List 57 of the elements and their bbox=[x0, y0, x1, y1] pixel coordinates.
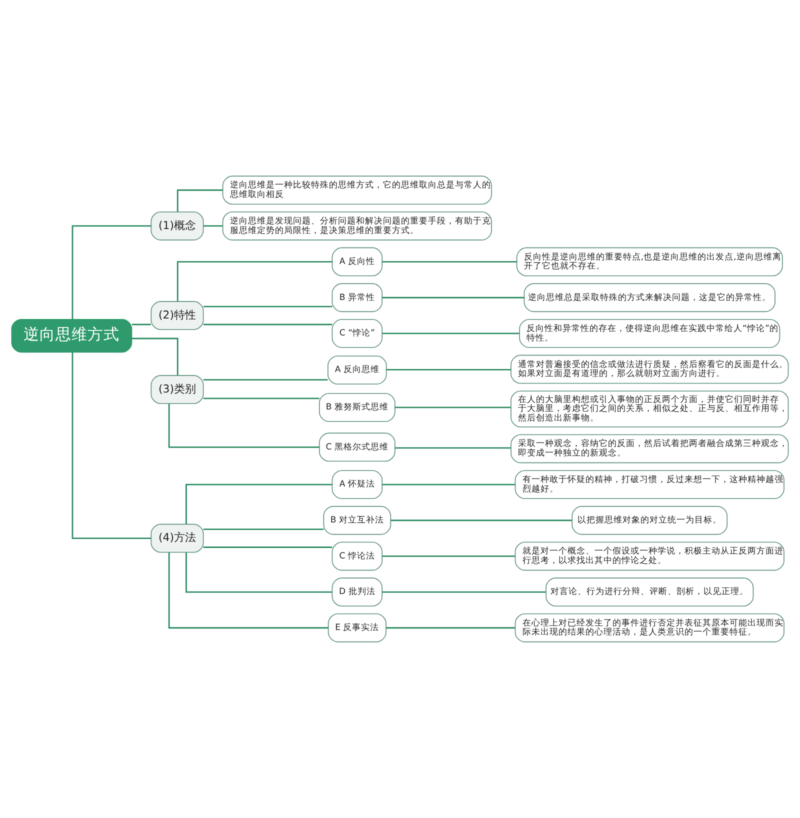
connector bbox=[203, 225, 223, 227]
node-box: (2)特性 bbox=[150, 301, 204, 330]
connector bbox=[386, 368, 511, 370]
connector bbox=[386, 627, 515, 629]
connector bbox=[395, 447, 511, 449]
connector bbox=[132, 338, 178, 376]
node-box: 以把握思维对象的对立统一为目标。 bbox=[572, 506, 728, 535]
connector bbox=[203, 306, 332, 308]
node-box: A 反向思维 bbox=[327, 356, 387, 385]
node-box: A 反向性 bbox=[332, 247, 383, 276]
node-box: 通常对普遍接受的信念或做法进行质疑，然后察看它的反面是什么。如果对立面是有道理的，那么就朝对立面方向进行。 bbox=[510, 354, 789, 384]
node-box: 逆向思维总是采取特殊的方式来解决问题，这是它的异常性。 bbox=[524, 283, 776, 312]
connector bbox=[186, 552, 332, 593]
node-box: 逆向思维是发现问题、分析问题和解决问题的重要手段，有助于克服思维定势的局限性，是决策思维的重要方式。 bbox=[222, 211, 492, 240]
node-box: C 悖论法 bbox=[332, 542, 383, 571]
connector bbox=[390, 520, 572, 522]
node-box: (1)概念 bbox=[150, 211, 204, 240]
connector bbox=[382, 261, 517, 262]
node-box: 反向性是逆向思维的重要特点,也是逆向思维的出发点,逆向思维离开了它也就不存在。 bbox=[516, 247, 783, 276]
connector bbox=[186, 484, 332, 524]
node-box: D 批判法 bbox=[332, 578, 383, 607]
node-box: (3)类别 bbox=[150, 375, 204, 404]
connector bbox=[203, 528, 324, 530]
connector bbox=[382, 591, 546, 593]
node-box: 对言论、行为进行分辩、评断、剖析，以见正理。 bbox=[546, 578, 754, 607]
node-box: (4)方法 bbox=[150, 524, 204, 553]
node-box: A 怀疑法 bbox=[332, 470, 383, 500]
node-box: 在人的大脑里构想或引入事物的正反两个方面，并使它们同时并存于大脑里，考虑它们之间的关系，相似之处、正与反、相互作用等，然后创造出新事物。 bbox=[510, 390, 789, 428]
connector bbox=[72, 352, 152, 539]
node-box: 采取一种观念，容纳它的反面，然后试着把两者融合成第三种观念，即变成一种独立的新观念。 bbox=[510, 434, 789, 464]
node-box: 在心理上对已经发生了的事件进行否定并表征其原本可能出现而实际未出现的结果的心理活动，是人类意识的一个重要特征。 bbox=[514, 613, 784, 642]
connector bbox=[176, 189, 223, 212]
node-box: B 对立互补法 bbox=[323, 506, 392, 535]
connector bbox=[168, 404, 320, 448]
node-box: 有一种敢于怀疑的精神，打破习惯，反过来想一下，这种精神越强烈越好。 bbox=[514, 470, 784, 500]
connector bbox=[203, 546, 332, 548]
node-box: 就是对一个概念、一个假设或一种学说，积极主动从正反两方面进行思考，以求找出其中的悖论之处。 bbox=[514, 542, 784, 571]
connector bbox=[72, 225, 152, 320]
connector bbox=[132, 324, 151, 326]
node-box: 逆向思维方式 bbox=[11, 318, 132, 353]
connector bbox=[176, 261, 332, 302]
connector bbox=[203, 379, 328, 380]
node-box: C “悖论” bbox=[332, 318, 383, 348]
node-box: C 黑格尔式思维 bbox=[318, 432, 396, 462]
node-box: 逆向思维是一种比较特殊的思维方式，它的思维取向总是与常人的思维取向相反 bbox=[222, 176, 492, 205]
node-box: 反向性和异常性的存在，使得逆向思维在实践中常给人“悖论”的特性。 bbox=[519, 318, 780, 348]
node-box: B 雅努斯式思维 bbox=[318, 392, 396, 422]
connector bbox=[382, 332, 520, 334]
connector bbox=[382, 556, 516, 557]
connector bbox=[382, 296, 524, 298]
connector bbox=[168, 552, 328, 629]
node-box: B 异常性 bbox=[332, 283, 383, 312]
connector bbox=[382, 484, 516, 486]
node-box: E 反事实法 bbox=[328, 613, 386, 642]
connector bbox=[395, 406, 511, 408]
connector bbox=[203, 324, 332, 326]
connector bbox=[203, 398, 320, 400]
